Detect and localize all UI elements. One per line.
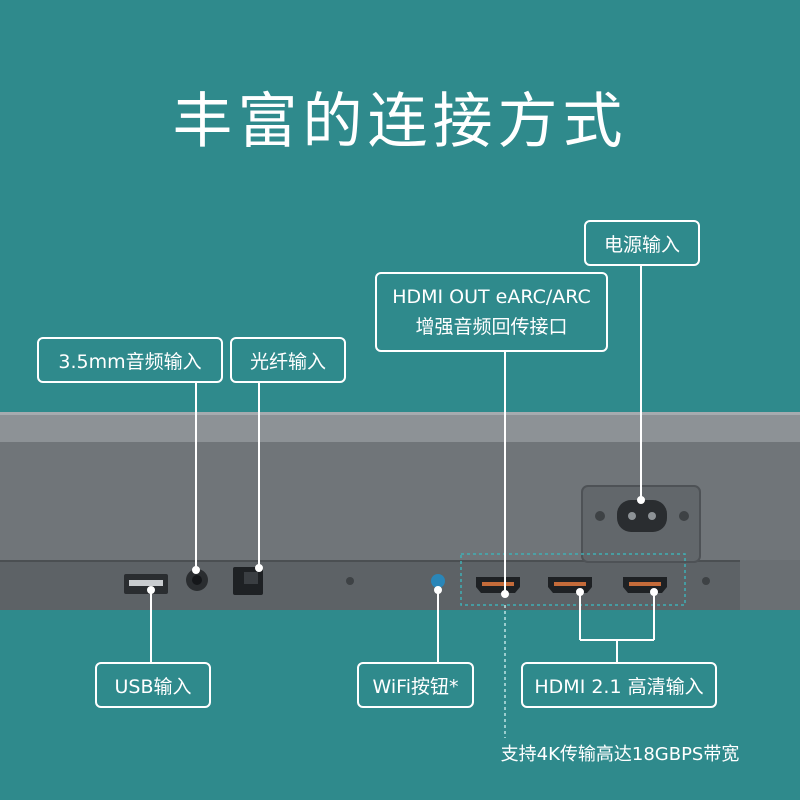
screw-icon: [346, 577, 354, 585]
hdmi-out-label: HDMI OUT eARC/ARC 增强音频回传接口: [375, 272, 608, 352]
bandwidth-footnote: 支持4K传输高达18GBPS带宽: [500, 744, 740, 765]
aux-input-label: 3.5mm音频输入: [37, 337, 223, 383]
port-panel: [0, 560, 740, 610]
hdmi-port-icon: [476, 577, 520, 593]
hdmi-out-label-line2: 增强音频回传接口: [415, 316, 568, 338]
hdmi-port-icon: [623, 577, 667, 593]
usb-input-label: USB输入: [95, 662, 211, 708]
screw-icon: [702, 577, 710, 585]
screw-icon: [595, 511, 605, 521]
power-input-label: 电源输入: [584, 220, 700, 266]
page-title: 丰富的连接方式: [172, 87, 628, 157]
optical-input-label: 光纤输入: [230, 337, 346, 383]
soundbar-top-edge: [0, 412, 800, 442]
wifi-button-icon: [431, 574, 445, 588]
hdmi-port-icon: [548, 577, 592, 593]
callout-lines: [147, 266, 658, 738]
power-socket-icon: [617, 500, 667, 532]
wifi-button-label: WiFi按钮*: [357, 662, 474, 708]
optical-port-icon: [233, 567, 263, 595]
hdmi-input-label: HDMI 2.1 高清输入: [521, 662, 717, 708]
hdmi-out-label-line1: HDMI OUT eARC/ARC: [392, 286, 591, 308]
usb-port-icon: [124, 574, 168, 594]
hdmi-group-outline: [460, 553, 686, 606]
screw-icon: [679, 511, 689, 521]
audio-jack-icon: [186, 569, 208, 591]
